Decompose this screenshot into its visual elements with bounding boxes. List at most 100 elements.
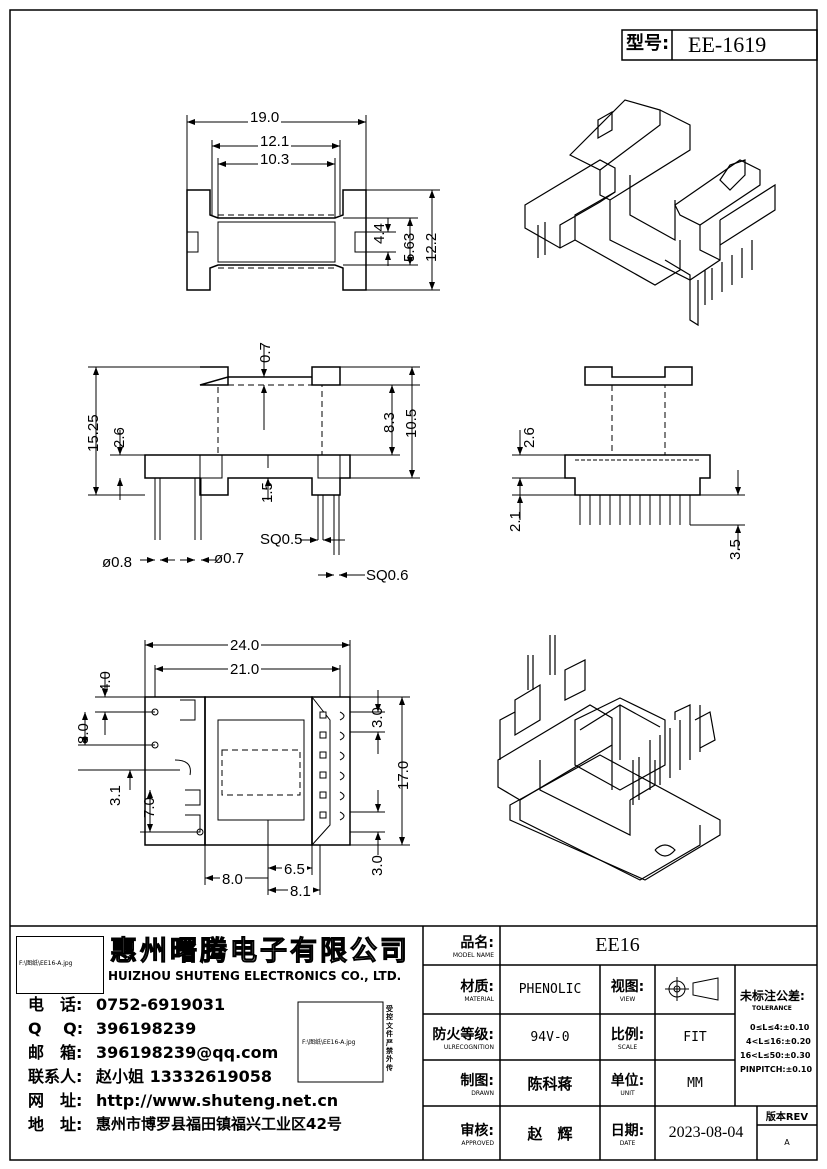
contact-address-label: 地 址: [28, 1115, 83, 1134]
dim-front-d08: ø0.8 [102, 554, 133, 571]
company-name-en: HUIZHOU SHUTENG ELECTRONICS CO., LTD. [108, 969, 402, 983]
tolerance-row: 16<L≤50:±0.30 [740, 1051, 811, 1060]
contact-person-value: 赵小姐 13332619058 [96, 1067, 273, 1086]
contact-phone-value: 0752-6919031 [96, 995, 226, 1014]
approved-label: 审核: [460, 1122, 494, 1139]
scale-label-en: SCALE [617, 1043, 638, 1051]
name-label: 品名: [460, 935, 494, 951]
stamp-caption: F:\图纸\EE16-A.jpg [302, 1039, 356, 1046]
dim-bot-3-0b: 3.0 [369, 855, 386, 876]
view-label: 视图: [610, 979, 645, 995]
contact-email-value: 396198239@qq.com [96, 1043, 279, 1062]
dim-front-15-25: 15.25 [85, 414, 102, 452]
model-label: 型号: [626, 33, 670, 54]
bottom-view [78, 640, 410, 895]
dim-bot-3-1: 3.1 [107, 785, 124, 806]
dim-front-sq06: SQ0.6 [366, 567, 409, 584]
dim-top-10-3: 10.3 [258, 151, 292, 168]
model-box [621, 29, 818, 61]
unit-label: 单位: [610, 1072, 645, 1089]
approved-label-cell: 审核: APPROVED [423, 1106, 500, 1160]
view-symbol [665, 977, 719, 1001]
iso-view-top [524, 99, 776, 327]
qr-caption: F:\图纸\EE16-A.jpg [19, 960, 73, 967]
fire-label-en: ULRECOGNITION [443, 1043, 494, 1051]
dim-side-3-5: 3.5 [727, 539, 744, 560]
dim-front-1-5: 1.5 [259, 482, 276, 503]
contact-web-label: 网 址: [28, 1091, 83, 1110]
view-label-en: VIEW [619, 996, 636, 1003]
contact-email-label: 邮 箱: [28, 1043, 83, 1062]
front-view [88, 345, 420, 578]
contact-web-value: http://www.shuteng.net.cn [96, 1091, 339, 1110]
title-block-grid [10, 925, 817, 1160]
dim-bot-24: 24.0 [228, 637, 262, 654]
rev-label: 版本REV [765, 1112, 809, 1123]
company-name-cn: 惠州曙腾电子有限公司 [110, 936, 410, 967]
dim-top-12-2: 12.2 [423, 232, 440, 262]
contact-phone-label: 电 话: [28, 995, 83, 1014]
tolerance-row: 0≤L≤4:±0.10 [750, 1023, 810, 1032]
fire-value: 94V-0 [530, 1029, 570, 1045]
contact-person-label: 联系人: [28, 1067, 83, 1086]
dim-bot-8-0w: 8.0 [220, 871, 245, 888]
dim-bot-7-0: 7.0 [141, 797, 158, 818]
date-label-cell: 日期: DATE [600, 1106, 655, 1160]
material-label-en: MATERIAL [464, 996, 494, 1003]
fire-label-cell: 防火等级: ULRECOGNITION [423, 1014, 500, 1060]
dim-side-2-1: 2.1 [507, 511, 524, 532]
dim-front-d07: ø0.7 [214, 550, 245, 567]
contact-address-value: 惠州市博罗县福田镇福兴工业区42号 [96, 1115, 342, 1133]
dim-side-2-6: 2.6 [521, 427, 538, 448]
dim-bot-3-0a: 3.0 [369, 707, 386, 728]
material-label-cell: 材质: MATERIAL [423, 965, 500, 1014]
tolerance-title: 未标注公差: [740, 989, 805, 1003]
dim-front-2-6: 2.6 [111, 427, 128, 448]
dim-front-0-7: 0.7 [257, 342, 274, 363]
drawn-label: 制图: [460, 1072, 494, 1089]
drawn-label-en: DRAWN [471, 1089, 494, 1097]
scale-label-cell: 比例: SCALE [600, 1014, 655, 1060]
dim-top-5-63: 5.63 [401, 232, 418, 262]
fire-label: 防火等级: [432, 1026, 494, 1043]
material-value: PHENOLIC [518, 982, 582, 997]
name-label-cell: 品名: MODEL NAME [423, 926, 500, 965]
drawn-value: 陈科蒋 [527, 1074, 573, 1093]
name-value: EE16 [595, 934, 640, 956]
qr-placeholder: F:\图纸\EE16-A.jpg [16, 936, 104, 994]
contact-qq-label: Q Q: [28, 1019, 84, 1038]
stamp-side-text: 受控文件 严禁外传 [386, 1005, 393, 1072]
date-label-en: DATE [619, 1139, 636, 1147]
unit-label-en: UNIT [620, 1089, 635, 1097]
approved-label-en: APPROVED [461, 1139, 494, 1147]
sheet-border [9, 9, 818, 1161]
dim-front-10-5: 10.5 [403, 408, 420, 438]
approved-value: 赵 辉 [527, 1124, 573, 1143]
drawn-label-cell: 制图: DRAWN [423, 1060, 500, 1106]
dim-top-19: 19.0 [248, 109, 282, 126]
material-label: 材质: [460, 979, 494, 995]
tolerance-row: 4<L≤16:±0.20 [746, 1037, 811, 1046]
view-label-cell: 视图: VIEW [600, 965, 655, 1014]
dim-top-12-1: 12.1 [258, 133, 292, 150]
unit-value: MM [687, 1075, 703, 1091]
unit-label-cell: 单位: UNIT [600, 1060, 655, 1106]
dim-front-sq05: SQ0.5 [260, 531, 303, 548]
dim-bot-6-5: 6.5 [282, 861, 307, 878]
scale-label: 比例: [610, 1026, 645, 1043]
tolerance-row: PINPITCH:±0.10 [740, 1065, 813, 1074]
side-view [512, 366, 745, 550]
dim-top-4-4: 4.4 [371, 223, 388, 244]
dim-bot-4-0: 4.0 [97, 671, 114, 692]
date-label: 日期: [610, 1122, 645, 1139]
name-label-en: MODEL NAME [452, 952, 494, 959]
dim-bot-21: 21.0 [228, 661, 262, 678]
dim-bot-8-1: 8.1 [288, 883, 313, 900]
rev-value: A [784, 1138, 790, 1147]
iso-view-bottom [497, 635, 721, 881]
scale-value: FIT [683, 1029, 707, 1045]
dim-bot-17-0: 17.0 [395, 760, 412, 790]
top-view [186, 115, 440, 291]
dim-bot-8-0: 8.0 [75, 723, 92, 744]
